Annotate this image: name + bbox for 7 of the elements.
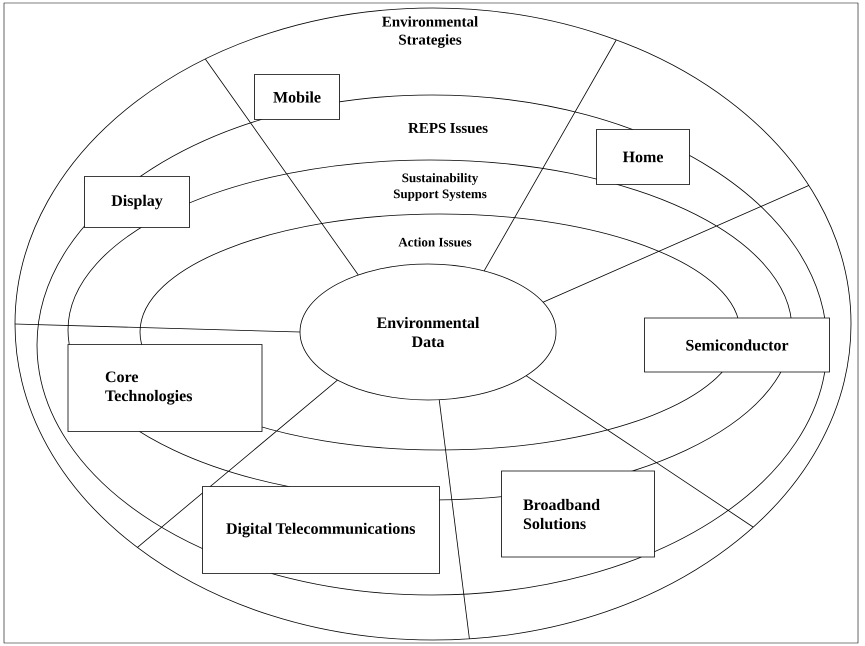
label-box: Core Technologies: [68, 344, 262, 432]
label-box: Display: [84, 176, 190, 228]
label-box: Digital Telecommunications: [202, 486, 440, 574]
label-box: Semiconductor: [644, 318, 830, 372]
label-box: Broadband Solutions: [501, 470, 655, 558]
label-box: Home: [596, 129, 690, 185]
label-box: Mobile: [254, 74, 340, 120]
